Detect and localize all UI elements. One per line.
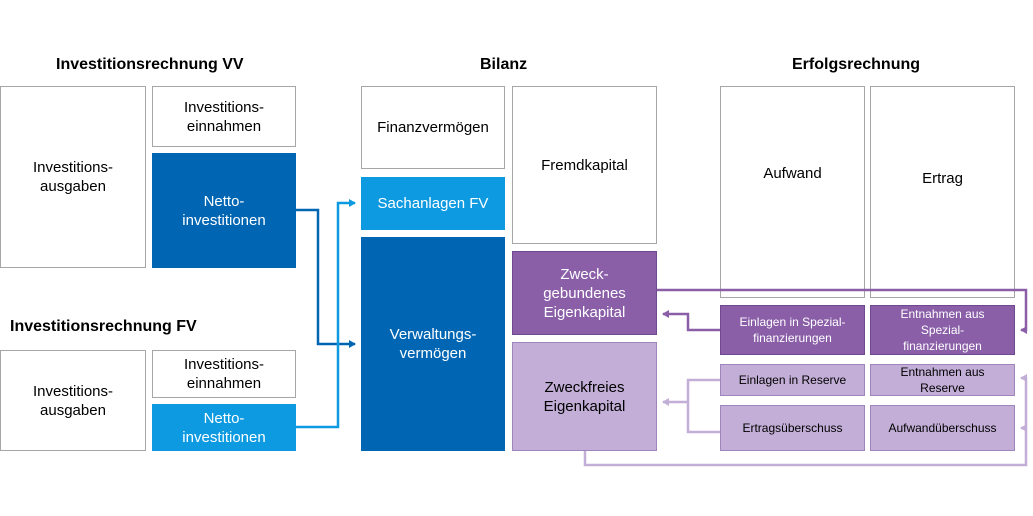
einlagen-spezialfinanzierungen-box: Einlagen in Spezial- finanzierungen <box>720 305 865 355</box>
arrow-einlagen-spezial-to-zweckgebunden <box>662 310 720 332</box>
ertragsueberschuss-box: Ertragsüberschuss <box>720 405 865 451</box>
arrow-zweckfrei-to-entnahmen-reserve <box>583 374 1028 467</box>
aufwandueberschuss-box: Aufwandüberschuss <box>870 405 1015 451</box>
heading-investitionsrechnung-fv: Investitionsrechnung FV <box>10 318 197 335</box>
fv-investitionseinnahmen-box: Investitions- einnahmen <box>152 350 296 398</box>
verwaltungsvermoegen-box: Verwaltungs- vermögen <box>361 237 505 451</box>
fv-nettoinvestitionen-box: Netto- investitionen <box>152 404 296 451</box>
arrow-einlagen-reserve-to-zweckfrei <box>686 378 720 434</box>
fremdkapital-box: Fremdkapital <box>512 86 657 244</box>
vv-investitionseinnahmen-box: Investitions- einnahmen <box>152 86 296 147</box>
heading-investitionsrechnung-vv: Investitionsrechnung VV <box>56 56 244 73</box>
einlagen-reserve-box: Einlagen in Reserve <box>720 364 865 396</box>
arrow-netto-vv-to-verwaltungsvermoegen <box>296 208 356 348</box>
sachanlagen-fv-box: Sachanlagen FV <box>361 177 505 230</box>
heading-erfolgsrechnung: Erfolgsrechnung <box>792 56 921 73</box>
vv-nettoinvestitionen-box: Netto- investitionen <box>152 153 296 268</box>
arrow-zweckgebunden-to-entnahmen-spezial <box>657 288 1028 334</box>
heading-bilanz: Bilanz <box>480 56 528 73</box>
fv-investitionsausgaben-box: Investitions- ausgaben <box>0 350 146 451</box>
entnahmen-reserve-box: Entnahmen aus Reserve <box>870 364 1015 396</box>
vv-investitionsausgaben-box: Investitions- ausgaben <box>0 86 146 268</box>
arrow-netto-fv-to-sachanlagen <box>296 199 356 429</box>
zweckfreies-eigenkapital-box: Zweckfreies Eigenkapital <box>512 342 657 451</box>
zweckgebundenes-eigenkapital-box: Zweck- gebundenes Eigenkapital <box>512 251 657 335</box>
ertrag-box: Ertrag <box>870 86 1015 298</box>
entnahmen-spezialfinanzierungen-box: Entnahmen aus Spezial- finanzierungen <box>870 305 1015 355</box>
finanzvermoegen-box: Finanzvermögen <box>361 86 505 169</box>
aufwand-box: Aufwand <box>720 86 865 298</box>
